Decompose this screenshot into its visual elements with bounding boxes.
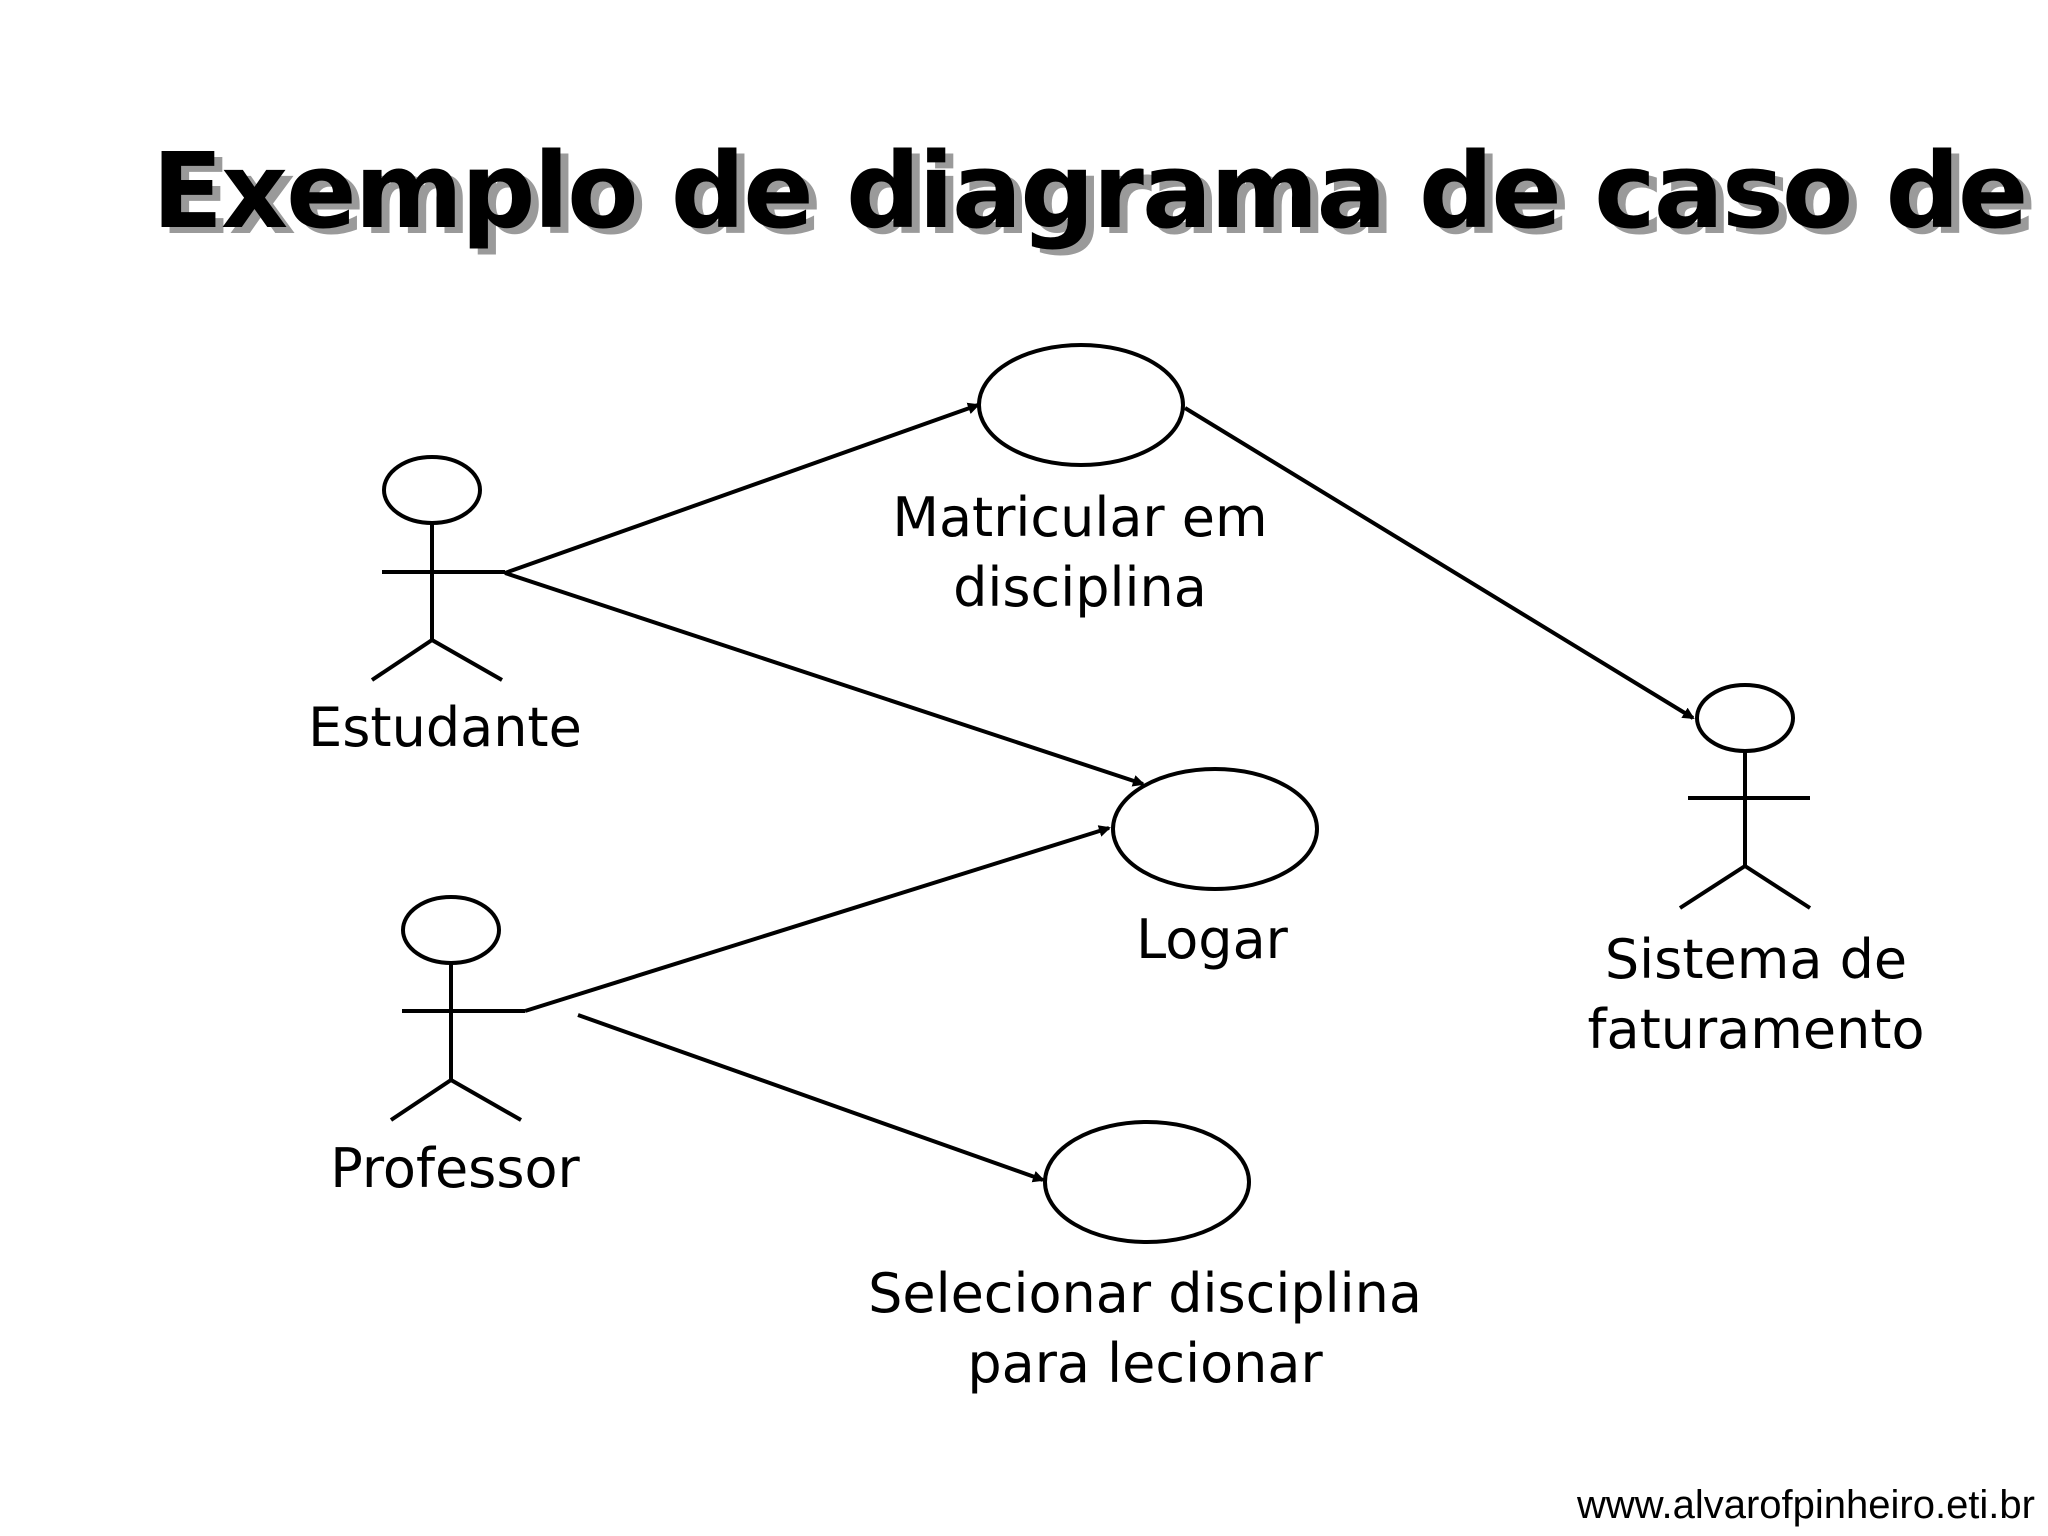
use-case-selecionar-ellipse[interactable]	[1043, 1120, 1251, 1244]
use-case-matricular-ellipse[interactable]	[977, 343, 1185, 467]
footer-url: www.alvarofpinheiro.eti.br	[1576, 1483, 2035, 1527]
association-estudante-logar	[504, 571, 1145, 787]
association-estudante-matricular	[504, 402, 980, 575]
actor-estudante[interactable]	[370, 455, 505, 682]
use-case-selecionar-label-1: Selecionar disciplina	[868, 1262, 1422, 1325]
actor-sistema-faturamento[interactable]	[1678, 683, 1812, 910]
actor-sistema-label-2: faturamento	[1587, 998, 1924, 1061]
actor-professor-label: Professor	[330, 1137, 580, 1200]
use-case-selecionar-label-2: para lecionar	[967, 1332, 1323, 1395]
use-case-logar-label: Logar	[1136, 908, 1289, 971]
actor-professor-head	[401, 895, 501, 965]
actor-sistema-head	[1695, 683, 1795, 753]
association-professor-logar	[524, 825, 1111, 1013]
use-case-logar-ellipse[interactable]	[1111, 767, 1319, 891]
actor-professor[interactable]	[389, 895, 525, 1122]
use-case-matricular-label-1: Matricular em	[892, 486, 1267, 549]
use-case-matricular-label-2: disciplina	[953, 556, 1207, 619]
association-matricular-sistema	[1183, 406, 1695, 720]
actor-estudante-head	[382, 455, 482, 525]
actor-sistema-label-1: Sistema de	[1605, 928, 1907, 991]
association-professor-selecionar	[577, 1013, 1045, 1183]
actor-estudante-label: Estudante	[308, 696, 582, 759]
page-title-shadow: Exemplo de diagrama de caso de uso	[160, 136, 2048, 258]
page-title: Exemplo de diagrama de caso de uso	[152, 130, 2048, 252]
